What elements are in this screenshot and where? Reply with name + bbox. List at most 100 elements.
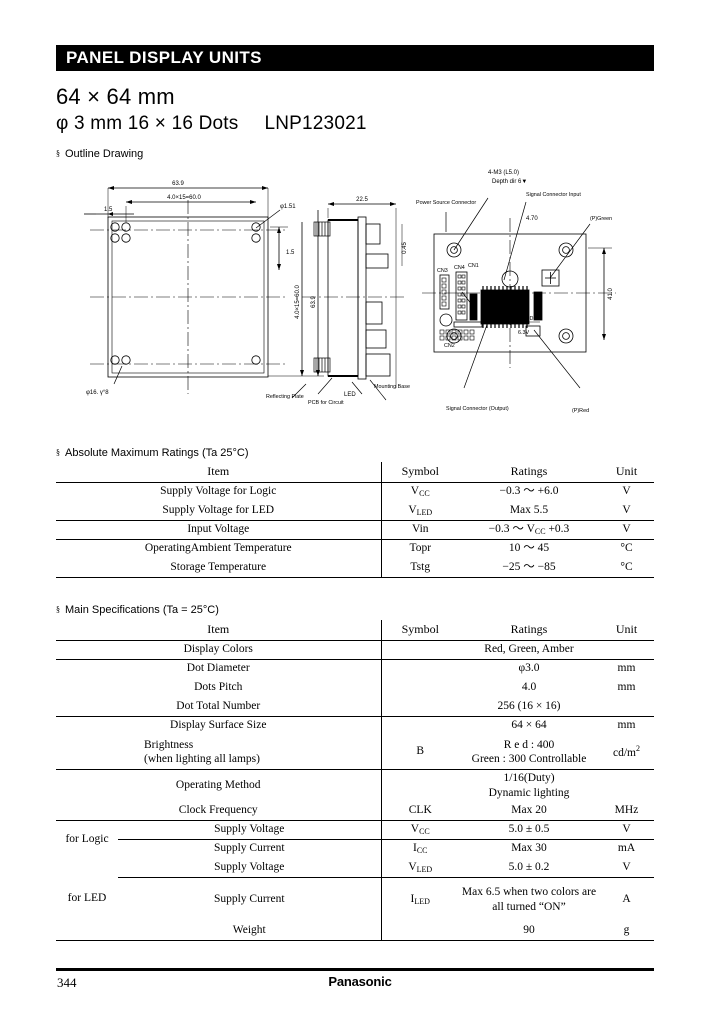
section-main-label: Main Specifications (Ta = 25°C) [65,604,219,616]
label-cn4: CN4 [454,265,465,271]
cell-item: Operating Method [175,778,261,791]
label-reflecting-plate: Reflecting Plate [266,394,304,400]
cell-rating: −0.3 ～ VCC +0.3 [488,523,570,537]
brightness-rating-line2: Green : 300 Controllable [471,753,587,766]
cell-unit: V [622,523,631,536]
cell-rating: Max 5.5 [509,503,549,516]
label-vdd-voltage: 6.3V [518,330,529,336]
table-row: Supply Voltage for Logic VCC −0.3 ～ +6.0… [56,482,654,502]
label-m3-depth: Depth dir 6▼ [492,179,527,185]
cell-unit [599,640,654,659]
cell-unit: mm [617,681,636,694]
cell-unit: mA [617,842,636,855]
cell-unit: cd/m2 [599,735,654,769]
table-row: Dots Pitch 4.0 mm [56,678,654,698]
table-row: OperatingAmbient Temperature Topr 10 ～ 4… [56,539,654,559]
cell-unit: V [599,858,654,878]
label-vdd: VDD [522,316,533,322]
dim-right-small: 1.5 [286,250,295,256]
cell-unit: °C [620,542,633,555]
operating-line2: Dynamic lighting [488,786,570,799]
symbol-subscript: LED [416,864,433,874]
cell-symbol [380,716,459,736]
cell-rating: 90 [523,923,535,936]
col-header-ratings: Ratings [510,464,548,478]
cell-unit: mm [617,719,636,732]
symbol-base: I [412,842,417,855]
label-signal-connector-output: Signal Connector (Output) [446,406,509,412]
cell-symbol: B [380,735,459,770]
footer-rule [56,968,654,971]
product-dot-spec: φ 3 mm 16 × 16 Dots [56,113,239,134]
cell-rating: Max 6.5 when two colors are all turned “… [459,877,599,921]
cell-symbol [380,659,459,679]
table-row: Storage Temperature Tstg −25 ～ −85 °C [56,558,654,578]
section-heading-absolute: §Absolute Maximum Ratings (Ta 25°C) [56,447,249,459]
table-row: Display Colors Red, Green, Amber [56,640,654,660]
cell-item: Supply Voltage for LED [162,503,275,516]
symbol-base: V [408,503,417,516]
cell-item: Dot Total Number [176,699,261,712]
dim-vert-pitch: 4.0×15=60.0 [295,284,301,318]
cell-item: Input Voltage [187,523,250,536]
table-row: Input Voltage Vin −0.3 ～ VCC +0.3 V [56,520,654,540]
symbol-subscript: LED [416,507,433,517]
operating-line1: 1/16(Duty) [503,772,555,785]
cell-rating: 1/16(Duty) Dynamic lighting [459,769,599,801]
cell-rating: 10 ～ 45 [508,542,550,555]
col-header-symbol: Symbol [380,620,459,641]
symbol-subscript: CC [419,827,430,837]
cell-unit: g [623,923,630,936]
unit-base: cd/m [613,746,636,759]
symbol-base: V [410,485,420,498]
cell-symbol: ICC [380,839,459,859]
group-label-logic: for Logic [65,832,109,845]
cell-unit: °C [620,560,633,573]
table-row: Clock Frequency CLK Max 20 MHz [56,801,654,821]
cell-rating: R e d : 400 Green : 300 Controllable [459,735,599,769]
cell-item: OperatingAmbient Temperature [144,542,292,555]
cell-symbol: VCC [380,820,459,840]
cell-item: Weight [232,923,266,936]
cell-symbol [380,921,459,941]
outline-drawing: 63.9 4.0×15=60.0 1.5 φ1.51 1.5 4.0×15=60… [56,162,656,430]
absolute-maximum-ratings-table: Item Symbol Ratings Unit Supply Voltage … [56,462,654,578]
cell-unit: mm [617,662,636,675]
table-row: for Logic Supply Voltage VCC 5.0 ± 0.5 V [56,820,654,845]
cell-item: Storage Temperature [170,560,267,573]
main-specifications-table: Item Symbol Ratings Unit Display Colors … [56,620,654,941]
cell-rating: Max 20 [511,803,547,816]
table-header-row: Item Symbol Ratings Unit [56,620,654,641]
part-number: LNP123021 [264,113,367,134]
unit-superscript: 2 [636,743,640,753]
page-banner: PANEL DISPLAY UNITS [56,45,654,71]
led-current-line2: all turned “ON” [492,900,566,913]
cell-rating: 4.0 [521,681,537,694]
table-row: Supply Current ICC Max 30 mA [56,839,654,859]
dim-vert-overall: 63.9 [311,296,317,308]
symbol-base: V [410,823,420,836]
col-header-item: Item [207,464,230,478]
page-number: 344 [57,975,77,990]
label-m3-thread: 4-M3 (L5.0) [488,170,519,176]
cell-symbol: Tstg [380,558,459,578]
col-header-symbol: Symbol [380,462,459,483]
brand-logo: Panasonic [328,974,392,989]
cell-item: Dots Pitch [194,681,243,694]
product-size-title: 64 × 64 mm [56,84,175,109]
cell-symbol [380,769,459,802]
led-current-line1: Max 6.5 when two colors are [461,886,597,899]
cell-rating: 5.0 ± 0.2 [459,858,599,878]
cell-symbol: Topr [380,539,459,559]
dim-section-a: 0.45 [402,242,408,254]
cell-rating: 256 (16 × 16) [497,699,561,712]
dim-pcb-height: 41.0 [608,288,614,300]
symbol-subscript: CC [419,489,430,499]
cell-unit [599,697,654,716]
cell-item: Supply Current [213,892,285,905]
col-header-unit: Unit [615,464,638,478]
brightness-line1: Brightness [144,738,194,751]
label-red: (P)Red [572,408,589,414]
cell-item: Supply Voltage [118,820,381,840]
